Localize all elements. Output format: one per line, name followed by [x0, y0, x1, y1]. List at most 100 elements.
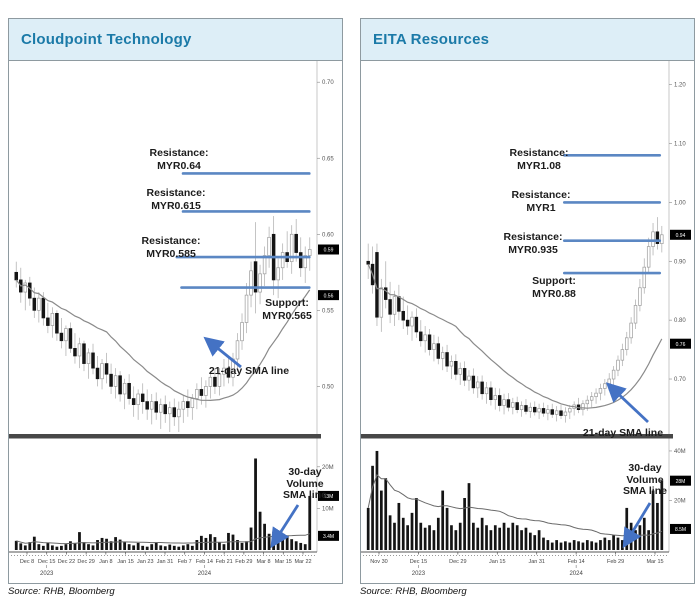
chart-body: 1.20 1.10 1.00 0.90 0.80 0.70 40M 20M 0.94 0.76 28…	[361, 61, 692, 582]
resistance-label: Resistance:	[509, 147, 569, 159]
svg-text:2024: 2024	[569, 571, 583, 577]
support-value: MYR0.565	[262, 309, 312, 322]
svg-text:Dec 29: Dec 29	[77, 559, 94, 565]
svg-text:Mar 15: Mar 15	[646, 559, 663, 565]
support-annotation: Support: MYR0.88	[499, 275, 609, 300]
resistance-annotation-1: Resistance: MYR0.64	[109, 147, 249, 172]
svg-text:0.59: 0.59	[324, 248, 334, 254]
svg-text:0.90: 0.90	[674, 259, 686, 265]
resistance-label: Resistance:	[141, 235, 201, 247]
volume-sma-line2: Volume	[626, 473, 664, 486]
support-label: Support:	[265, 297, 309, 309]
svg-text:Mar 22: Mar 22	[294, 559, 311, 565]
svg-text:Jan 23: Jan 23	[137, 559, 154, 565]
resistance-annotation-1: Resistance: MYR1.08	[479, 147, 599, 172]
resistance-label: Resistance:	[149, 147, 209, 159]
volume-sma-annotation: 30-day Volume SMA line	[275, 466, 335, 502]
svg-text:0.60: 0.60	[322, 232, 334, 238]
source-note: Source: RHB, Bloomberg	[8, 586, 115, 597]
resistance-label: Resistance:	[503, 231, 563, 243]
svg-text:Mar 15: Mar 15	[275, 559, 292, 565]
svg-text:10M: 10M	[322, 506, 334, 512]
support-annotation: Support: MYR0.565	[251, 297, 323, 322]
svg-text:Jan 15: Jan 15	[489, 559, 506, 565]
svg-text:0.76: 0.76	[676, 342, 686, 348]
svg-text:0.80: 0.80	[674, 318, 686, 324]
svg-text:2023: 2023	[412, 571, 426, 577]
resistance-value: MYR0.585	[146, 247, 196, 260]
support-label: Support:	[532, 275, 576, 287]
svg-text:Feb 14: Feb 14	[196, 559, 213, 565]
volume-sma-line1: 30-day	[288, 466, 322, 478]
svg-text:Jan 31: Jan 31	[528, 559, 545, 565]
support-value: MYR0.88	[532, 287, 576, 300]
volume-sma-line3: SMA line	[623, 485, 667, 497]
svg-text:Feb 14: Feb 14	[568, 559, 585, 565]
svg-text:20M: 20M	[674, 498, 686, 504]
svg-text:3.4M: 3.4M	[323, 534, 334, 540]
panel-header: Cloudpoint Technology	[9, 19, 342, 61]
svg-text:40M: 40M	[674, 449, 686, 455]
volume-sma-line1: 30-day	[628, 462, 662, 474]
resistance-annotation-3: Resistance: MYR0.585	[101, 235, 241, 260]
svg-text:2024: 2024	[198, 571, 212, 577]
resistance-annotation-3: Resistance: MYR0.935	[473, 231, 593, 256]
svg-text:0.70: 0.70	[674, 377, 686, 383]
sma-annotation: 21-day SMA line	[573, 427, 673, 440]
resistance-annotation-2: Resistance: MYR0.615	[106, 187, 246, 212]
svg-text:Dec 29: Dec 29	[449, 559, 466, 565]
resistance-value: MYR0.935	[508, 243, 558, 256]
resistance-label: Resistance:	[146, 187, 206, 199]
sma-annotation: 21-day SMA line	[195, 365, 303, 378]
svg-text:0.70: 0.70	[322, 80, 334, 86]
svg-text:8.5M: 8.5M	[675, 527, 686, 533]
source-note: Source: RHB, Bloomberg	[360, 586, 467, 597]
volume-sma-annotation: 30-day Volume SMA line	[615, 462, 675, 498]
svg-text:Feb 21: Feb 21	[216, 559, 233, 565]
svg-text:0.65: 0.65	[322, 156, 334, 162]
svg-text:Jan 31: Jan 31	[157, 559, 174, 565]
svg-text:13M: 13M	[324, 494, 334, 500]
resistance-value: MYR1	[526, 201, 556, 214]
sma-label: 21-day SMA line	[208, 365, 290, 377]
volume-sma-arrow-icon	[270, 504, 300, 549]
svg-text:1.20: 1.20	[674, 83, 686, 89]
svg-text:Feb 29: Feb 29	[607, 559, 624, 565]
svg-text:Dec 22: Dec 22	[58, 559, 75, 565]
volume-sma-arrow-icon	[622, 502, 652, 549]
resistance-label: Resistance:	[511, 189, 571, 201]
svg-text:0.56: 0.56	[324, 293, 334, 299]
sma-arrow-icon	[605, 382, 649, 424]
svg-text:1.00: 1.00	[674, 200, 686, 206]
svg-text:Dec 8: Dec 8	[20, 559, 34, 565]
resistance-value: MYR0.615	[151, 199, 201, 212]
svg-text:Dec 15: Dec 15	[410, 559, 427, 565]
volume-sma-line2: Volume	[286, 477, 324, 490]
svg-text:Mar 8: Mar 8	[257, 559, 271, 565]
panel-header: EITA Resources	[361, 19, 694, 61]
svg-text:Feb 7: Feb 7	[178, 559, 192, 565]
volume-sma-line3: SMA line	[283, 489, 327, 501]
panel-title: EITA Resources	[373, 31, 490, 48]
svg-text:Jan 15: Jan 15	[117, 559, 134, 565]
chart-panel-eita: EITA Resources 1.20 1.10 1.00 0.90 0.80 0.70 4…	[360, 18, 695, 584]
resistance-annotation-2: Resistance: MYR1	[481, 189, 601, 214]
svg-text:Nov 30: Nov 30	[370, 559, 387, 565]
svg-text:Dec 15: Dec 15	[38, 559, 55, 565]
svg-text:20M: 20M	[322, 465, 334, 471]
resistance-value: MYR0.64	[157, 159, 201, 172]
sma-label: 21-day SMA line	[582, 427, 664, 439]
svg-text:1.10: 1.10	[674, 142, 686, 148]
svg-text:0.50: 0.50	[322, 384, 334, 390]
panel-title: Cloudpoint Technology	[21, 31, 192, 48]
svg-text:Feb 29: Feb 29	[235, 559, 252, 565]
svg-text:2023: 2023	[40, 571, 54, 577]
price-volume-chart-cloudpoint: 0.700.650.600.550.5020M10M0.590.5613M3.4…	[9, 61, 339, 577]
svg-text:0.94: 0.94	[676, 233, 686, 239]
sma-arrow-icon	[203, 336, 242, 369]
svg-text:28M: 28M	[676, 479, 686, 485]
svg-text:Jan 8: Jan 8	[99, 559, 112, 565]
resistance-value: MYR1.08	[517, 159, 561, 172]
